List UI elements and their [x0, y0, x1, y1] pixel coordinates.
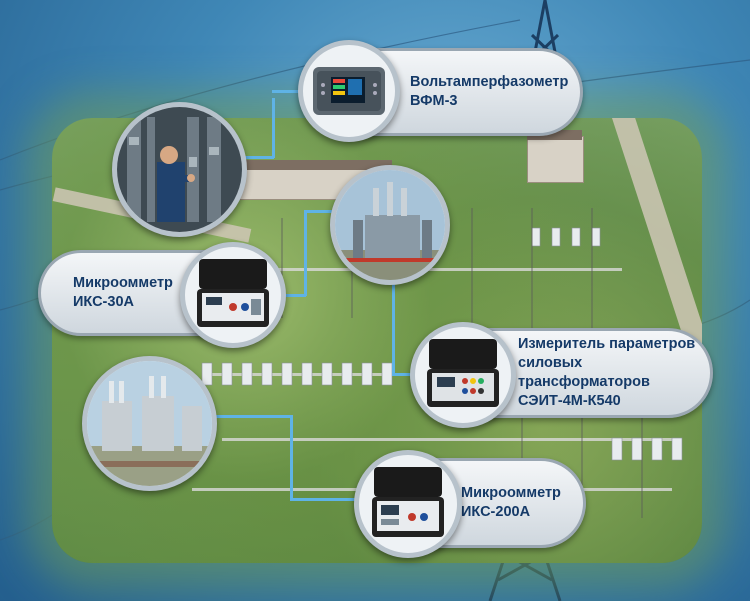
photo-technician [112, 102, 247, 237]
connector-line [290, 498, 356, 501]
device-name-line: Вольтамперфазометр [410, 74, 569, 90]
device-image-vfm3[interactable] [298, 40, 400, 142]
connector-line [304, 210, 307, 296]
device-name-line: Микроомметр [461, 485, 561, 501]
device-image-iks200a[interactable] [354, 450, 462, 558]
connector-line [204, 415, 292, 418]
busbar-gantry [222, 438, 682, 441]
connector-line [304, 210, 334, 213]
connector-line [272, 98, 275, 158]
connector-line [276, 294, 306, 297]
micro-ohmmeter-case-icon [197, 259, 269, 327]
phase-meter-device-icon [313, 67, 385, 115]
substation-transformers-photo [87, 361, 212, 486]
micro-ohmmeter-case-icon [372, 467, 444, 537]
connector-line [392, 373, 414, 376]
substation-equipment [201, 208, 683, 518]
device-name-line: Измеритель параметров [518, 336, 696, 352]
device-image-iks30a[interactable] [180, 242, 286, 348]
photo-substation [82, 356, 217, 491]
building-roof [527, 130, 582, 140]
connector-line [272, 90, 308, 93]
photo-power-transformer [330, 165, 450, 285]
device-model-line: ИКС-30А [73, 294, 134, 310]
power-transformer-photo [335, 170, 445, 280]
technician-at-switchgear-photo [117, 107, 242, 232]
device-name-line-2: силовых трансформаторов [518, 355, 650, 390]
building-roof [232, 160, 392, 170]
device-model-line: СЭИТ-4М-К540 [518, 393, 621, 409]
device-image-seit[interactable] [410, 322, 516, 428]
connector-line [290, 415, 293, 500]
connector-line [392, 280, 395, 375]
transformer-tester-case-icon [427, 339, 499, 407]
device-model-line: ИКС-200А [461, 504, 531, 520]
device-model-line: ВФМ-3 [410, 93, 458, 109]
connector-line [236, 156, 274, 159]
device-name-line: Микроомметр [73, 275, 173, 291]
